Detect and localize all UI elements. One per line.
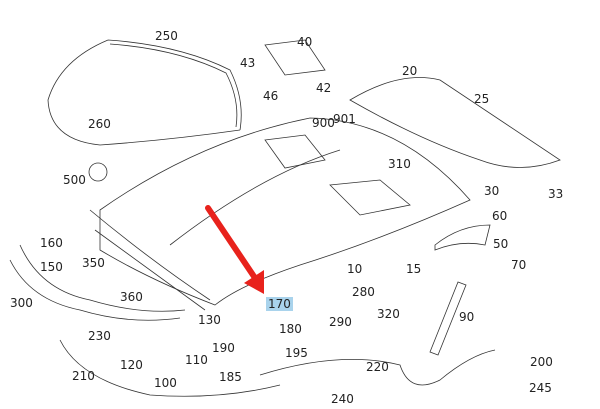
part-label-300[interactable]: 300 bbox=[10, 296, 33, 310]
cable-210 bbox=[59, 339, 281, 397]
part-label-20[interactable]: 20 bbox=[402, 64, 418, 78]
hinge-50 bbox=[434, 224, 491, 251]
part-label-260[interactable]: 260 bbox=[88, 117, 111, 131]
part-label-70[interactable]: 70 bbox=[511, 258, 527, 272]
part-label-120[interactable]: 120 bbox=[120, 358, 143, 372]
part-label-245[interactable]: 245 bbox=[529, 381, 552, 395]
part-label-42[interactable]: 42 bbox=[316, 81, 332, 95]
part-label-40[interactable]: 40 bbox=[297, 35, 313, 49]
part-label-50[interactable]: 50 bbox=[493, 237, 509, 251]
part-label-250[interactable]: 250 bbox=[155, 29, 178, 43]
part-label-280[interactable]: 280 bbox=[352, 285, 375, 299]
part-label-100[interactable]: 100 bbox=[154, 376, 177, 390]
hood-10 bbox=[99, 117, 471, 306]
part-label-43[interactable]: 43 bbox=[240, 56, 256, 70]
bumper-300 bbox=[9, 244, 186, 321]
part-label-25[interactable]: 25 bbox=[474, 92, 490, 106]
part-label-320[interactable]: 320 bbox=[377, 307, 400, 321]
part-label-10[interactable]: 10 bbox=[347, 262, 363, 276]
part-label-46[interactable]: 46 bbox=[263, 89, 279, 103]
part-label-15[interactable]: 15 bbox=[406, 262, 422, 276]
part-label-150[interactable]: 150 bbox=[40, 260, 63, 274]
crossmember-350 bbox=[89, 209, 211, 311]
part-label-130[interactable]: 130 bbox=[198, 313, 221, 327]
seal-250 bbox=[47, 39, 242, 146]
part-label-30[interactable]: 30 bbox=[484, 184, 500, 198]
part-label-500[interactable]: 500 bbox=[63, 173, 86, 187]
part-label-210[interactable]: 210 bbox=[72, 369, 95, 383]
part-label-310[interactable]: 310 bbox=[388, 157, 411, 171]
part-label-60[interactable]: 60 bbox=[492, 209, 508, 223]
part-label-190[interactable]: 190 bbox=[212, 341, 235, 355]
part-label-360[interactable]: 360 bbox=[120, 290, 143, 304]
part-label-180[interactable]: 180 bbox=[279, 322, 302, 336]
part-label-900[interactable]: 900 bbox=[312, 116, 335, 130]
part-label-185[interactable]: 185 bbox=[219, 370, 242, 384]
part-label-33[interactable]: 33 bbox=[548, 187, 564, 201]
part-label-901[interactable]: 901 bbox=[333, 112, 356, 126]
cable-220 bbox=[259, 349, 496, 386]
part-label-230[interactable]: 230 bbox=[88, 329, 111, 343]
part-label-195[interactable]: 195 bbox=[285, 346, 308, 360]
grille-40 bbox=[264, 39, 326, 76]
part-label-200[interactable]: 200 bbox=[530, 355, 553, 369]
cowl-20 bbox=[349, 77, 561, 168]
part-label-170[interactable]: 170 bbox=[266, 297, 293, 311]
gas-strut-90 bbox=[429, 281, 467, 356]
part-label-220[interactable]: 220 bbox=[366, 360, 389, 374]
part-label-350[interactable]: 350 bbox=[82, 256, 105, 270]
part-label-160[interactable]: 160 bbox=[40, 236, 63, 250]
part-label-290[interactable]: 290 bbox=[329, 315, 352, 329]
part-label-240[interactable]: 240 bbox=[331, 392, 354, 406]
pointer-arrow-icon bbox=[205, 205, 264, 294]
part-label-110[interactable]: 110 bbox=[185, 353, 208, 367]
part-label-90[interactable]: 90 bbox=[459, 310, 475, 324]
